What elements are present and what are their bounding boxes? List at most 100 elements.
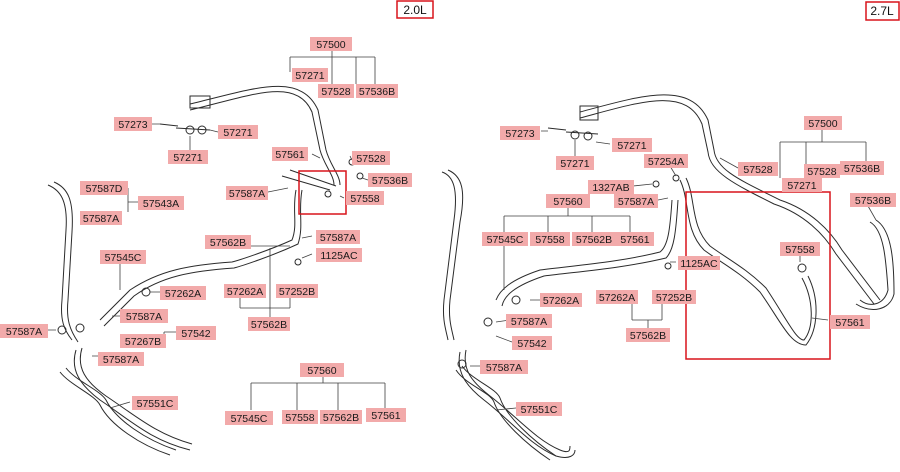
label-right-p57562b-2-bg [626, 328, 670, 342]
label-left-p57587a-5-bg [120, 309, 168, 323]
label-right-p57536b-b-bg [850, 193, 896, 207]
label-right-p57528[interactable]: 57528 [738, 162, 778, 176]
label-left-p57271-a[interactable]: 57271 [218, 125, 258, 139]
label-right-p57587a-3[interactable]: 57587A [480, 360, 528, 374]
label-left-p57562b-2[interactable]: 57562B [248, 317, 290, 331]
label-left-p57587a-2[interactable]: 57587A [226, 186, 268, 200]
label-right-p57271-a[interactable]: 57271 [612, 138, 652, 152]
label-left-p57500[interactable]: 57500 [310, 37, 352, 51]
label-right-p57252b-text: 57252B [656, 292, 692, 304]
label-right-p57536b-b[interactable]: 57536B [850, 193, 896, 207]
label-left-p57271-b[interactable]: 57271 [168, 150, 208, 164]
label-left-p57545c[interactable]: 57545C [100, 250, 146, 264]
label-left-p57587a-6[interactable]: 57587A [98, 352, 144, 366]
label-right-p57558[interactable]: 57558 [530, 232, 570, 246]
label-right-p57562b-text: 57562B [576, 234, 612, 246]
label-left-p57543a[interactable]: 57543A [138, 196, 184, 210]
label-right-p57587a-3-bg [480, 360, 528, 374]
label-left-p57500-text: 57500 [316, 39, 345, 51]
label-left-p57561-text: 57561 [275, 149, 304, 161]
label-right-p57561[interactable]: 57561 [616, 232, 654, 246]
label-right-p57558-c[interactable]: 57558 [780, 242, 820, 256]
label-left-p57587a-3[interactable]: 57587A [316, 230, 360, 244]
label-right-p57254a-text: 57254A [648, 156, 684, 168]
label-left-p57536b-top[interactable]: 57536B [356, 84, 398, 98]
label-left-p57560[interactable]: 57560 [300, 363, 344, 377]
label-left-p57262a-2[interactable]: 57262A [224, 284, 266, 298]
label-right-p57271-c[interactable]: 57271 [782, 178, 822, 192]
label-right-p57545c[interactable]: 57545C [482, 232, 528, 246]
label-left-p57273[interactable]: 57273 [114, 117, 152, 131]
label-right-p1327ab[interactable]: 1327AB [588, 180, 634, 194]
label-right-p57587a-2-text: 57587A [511, 316, 547, 328]
label-right-p57536b[interactable]: 57536B [840, 161, 884, 175]
label-left-p57528-top[interactable]: 57528 [318, 84, 354, 98]
label-left-p57562b-2-bg [248, 317, 290, 331]
label-left-p57267b[interactable]: 57267B [120, 334, 166, 348]
label-right-p57560-bg [546, 194, 590, 208]
right-highlight-box [685, 191, 831, 360]
label-right-p1327ab-bg [588, 180, 634, 194]
label-left-p57587a-4-text: 57587A [6, 326, 42, 338]
label-right-p57273[interactable]: 57273 [500, 126, 540, 140]
label-left-p57271-top[interactable]: 57271 [292, 68, 328, 82]
label-left-p57558-b[interactable]: 57558 [282, 410, 318, 424]
label-right-p57254a[interactable]: 57254A [644, 154, 688, 168]
label-right-p57528-b-bg [804, 164, 840, 178]
label-left-p57558[interactable]: 57558 [346, 191, 384, 205]
label-right-p57252b[interactable]: 57252B [652, 290, 696, 304]
label-left-p57587a-6-text: 57587A [103, 354, 139, 366]
label-right-p57587a-3-text: 57587A [486, 362, 522, 374]
label-left-p57252b[interactable]: 57252B [276, 284, 318, 298]
label-right-p57271-a-bg [612, 138, 652, 152]
label-right-p57558-bg [530, 232, 570, 246]
label-right-p57558-c-text: 57558 [785, 244, 814, 256]
label-right-p57262a-2[interactable]: 57262A [596, 290, 638, 304]
label-right-p57561-c[interactable]: 57561 [830, 315, 870, 329]
label-left-p57542[interactable]: 57542 [176, 326, 216, 340]
label-left-p57561-b[interactable]: 57561 [366, 408, 406, 422]
label-left-p57587a-2-text: 57587A [229, 188, 265, 200]
label-left-p57545c-b-text: 57545C [231, 413, 268, 425]
label-left-p57262a[interactable]: 57262A [160, 286, 206, 300]
label-right-p57262a[interactable]: 57262A [540, 293, 582, 307]
label-left-p57562b-b[interactable]: 57562B [320, 410, 362, 424]
label-right-p57500[interactable]: 57500 [804, 116, 842, 130]
label-right-p57542[interactable]: 57542 [512, 336, 552, 350]
label-right-p57561-c-text: 57561 [835, 317, 864, 329]
label-left-p57500-bg [310, 37, 352, 51]
label-left-p1125ac[interactable]: 1125AC [316, 248, 362, 262]
label-left-p57587d-bg [80, 181, 128, 195]
label-right-p57562b[interactable]: 57562B [572, 232, 616, 246]
label-right-p57587a-1[interactable]: 57587A [614, 194, 658, 208]
label-left-p57562b-b-text: 57562B [323, 412, 359, 424]
label-left-p57545c-b-bg [225, 411, 273, 425]
engine-tag-right-box [865, 1, 900, 21]
label-left-p57587a-5[interactable]: 57587A [120, 309, 168, 323]
label-left-p57587a-1[interactable]: 57587A [80, 211, 122, 225]
label-left-p57528[interactable]: 57528 [352, 151, 390, 165]
label-left-p57587d[interactable]: 57587D [80, 181, 128, 195]
label-left-p57545c-b[interactable]: 57545C [225, 411, 273, 425]
label-right-p1125ac[interactable]: 1125AC [678, 256, 720, 270]
label-left-p57562b-text: 57562B [210, 237, 246, 249]
label-right-p57551c-text: 57551C [521, 404, 558, 416]
label-right-p57528-b[interactable]: 57528 [804, 164, 840, 178]
label-left-p57536b-top-text: 57536B [359, 86, 395, 98]
label-left-p57587a-4[interactable]: 57587A [0, 324, 48, 338]
label-right-p57262a-bg [540, 293, 582, 307]
label-right-p57271-b[interactable]: 57271 [556, 156, 594, 170]
label-right-p57587a-2[interactable]: 57587A [506, 314, 552, 328]
label-right-p57558-text: 57558 [535, 234, 564, 246]
label-left-p57587d-text: 57587D [86, 183, 123, 195]
label-right-p57551c[interactable]: 57551C [516, 402, 562, 416]
engine-tag-right: 2.7L [870, 4, 894, 18]
label-left-p57271-top-text: 57271 [295, 70, 324, 82]
label-left-p57536b[interactable]: 57536B [368, 173, 412, 187]
label-right-p57562b-2[interactable]: 57562B [626, 328, 670, 342]
label-left-p57561[interactable]: 57561 [272, 147, 308, 161]
label-right-p57560[interactable]: 57560 [546, 194, 590, 208]
label-left-p57551c[interactable]: 57551C [132, 396, 178, 410]
label-left-p57562b[interactable]: 57562B [205, 235, 251, 249]
